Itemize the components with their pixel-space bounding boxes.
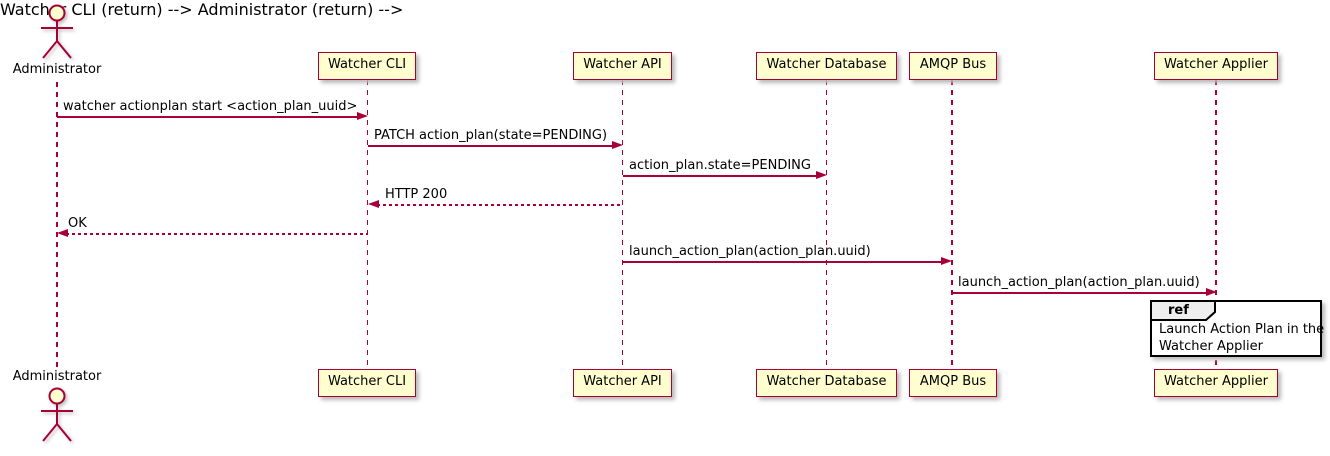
message-2-line [368, 145, 614, 147]
participant-watcher-applier-bottom: Watcher Applier [1154, 369, 1278, 397]
message-3-arrowhead-icon [816, 171, 827, 179]
participant-watcher-cli-top: Watcher CLI [318, 52, 416, 80]
message-5-label: OK [68, 216, 87, 231]
participant-watcher-applier-top: Watcher Applier [1154, 52, 1278, 80]
ref-text-line-2: Watcher Applier [1159, 338, 1263, 354]
lifeline-administrator [56, 82, 58, 368]
message-6-arrowhead-icon [941, 257, 952, 265]
lifeline-amqp-bus [951, 80, 953, 369]
message-4-line [377, 204, 623, 206]
message-6-line [623, 261, 943, 263]
ref-fragment: ref Launch Action Plan in the Watcher Ap… [1150, 300, 1324, 357]
message-5-line [66, 233, 368, 235]
message-3-line [623, 175, 818, 177]
participant-watcher-cli-bottom: Watcher CLI [318, 369, 416, 397]
message-7-line [952, 292, 1208, 294]
administrator-label-bottom: Administrator [12, 369, 102, 384]
message-1-arrowhead-icon [357, 112, 368, 120]
lifeline-watcher-database [825, 80, 828, 369]
ref-header-tab [1150, 300, 1216, 321]
participant-amqp-bus-bottom: AMQP Bus [909, 369, 997, 397]
administrator-actor-icon [41, 4, 73, 59]
message-4-label: HTTP 200 [385, 187, 448, 202]
ref-keyword: ref [1168, 303, 1189, 318]
administrator-actor-icon-bottom [41, 387, 73, 442]
message-5-arrowhead-icon [57, 229, 68, 237]
participant-watcher-api-top: Watcher API [573, 52, 672, 80]
message-7-label: launch_action_plan(action_plan.uuid) [958, 275, 1200, 290]
message-6-label: launch_action_plan(action_plan.uuid) [629, 244, 871, 259]
message-3-label: action_plan.state=PENDING [629, 158, 811, 173]
lifeline-watcher-applier [1215, 80, 1217, 369]
message-2-label: PATCH action_plan(state=PENDING) [374, 128, 608, 143]
message-4-arrowhead-icon [368, 200, 379, 208]
participant-watcher-database-top: Watcher Database [756, 52, 897, 80]
administrator-label-top: Administrator [12, 62, 102, 77]
message-2-arrowhead-icon [612, 141, 623, 149]
participant-watcher-database-bottom: Watcher Database [756, 369, 897, 397]
message-1-label: watcher actionplan start <action_plan_uu… [63, 99, 358, 114]
message-7-arrowhead-icon [1206, 288, 1217, 296]
participant-watcher-api-bottom: Watcher API [573, 369, 672, 397]
lifeline-watcher-api [621, 80, 624, 369]
message-1-line [57, 116, 359, 118]
ref-text: Launch Action Plan in the Watcher Applie… [1159, 322, 1324, 355]
participant-amqp-bus-top: AMQP Bus [909, 52, 997, 80]
ref-text-line-1: Launch Action Plan in the [1159, 322, 1325, 337]
lifeline-watcher-cli [366, 80, 369, 369]
